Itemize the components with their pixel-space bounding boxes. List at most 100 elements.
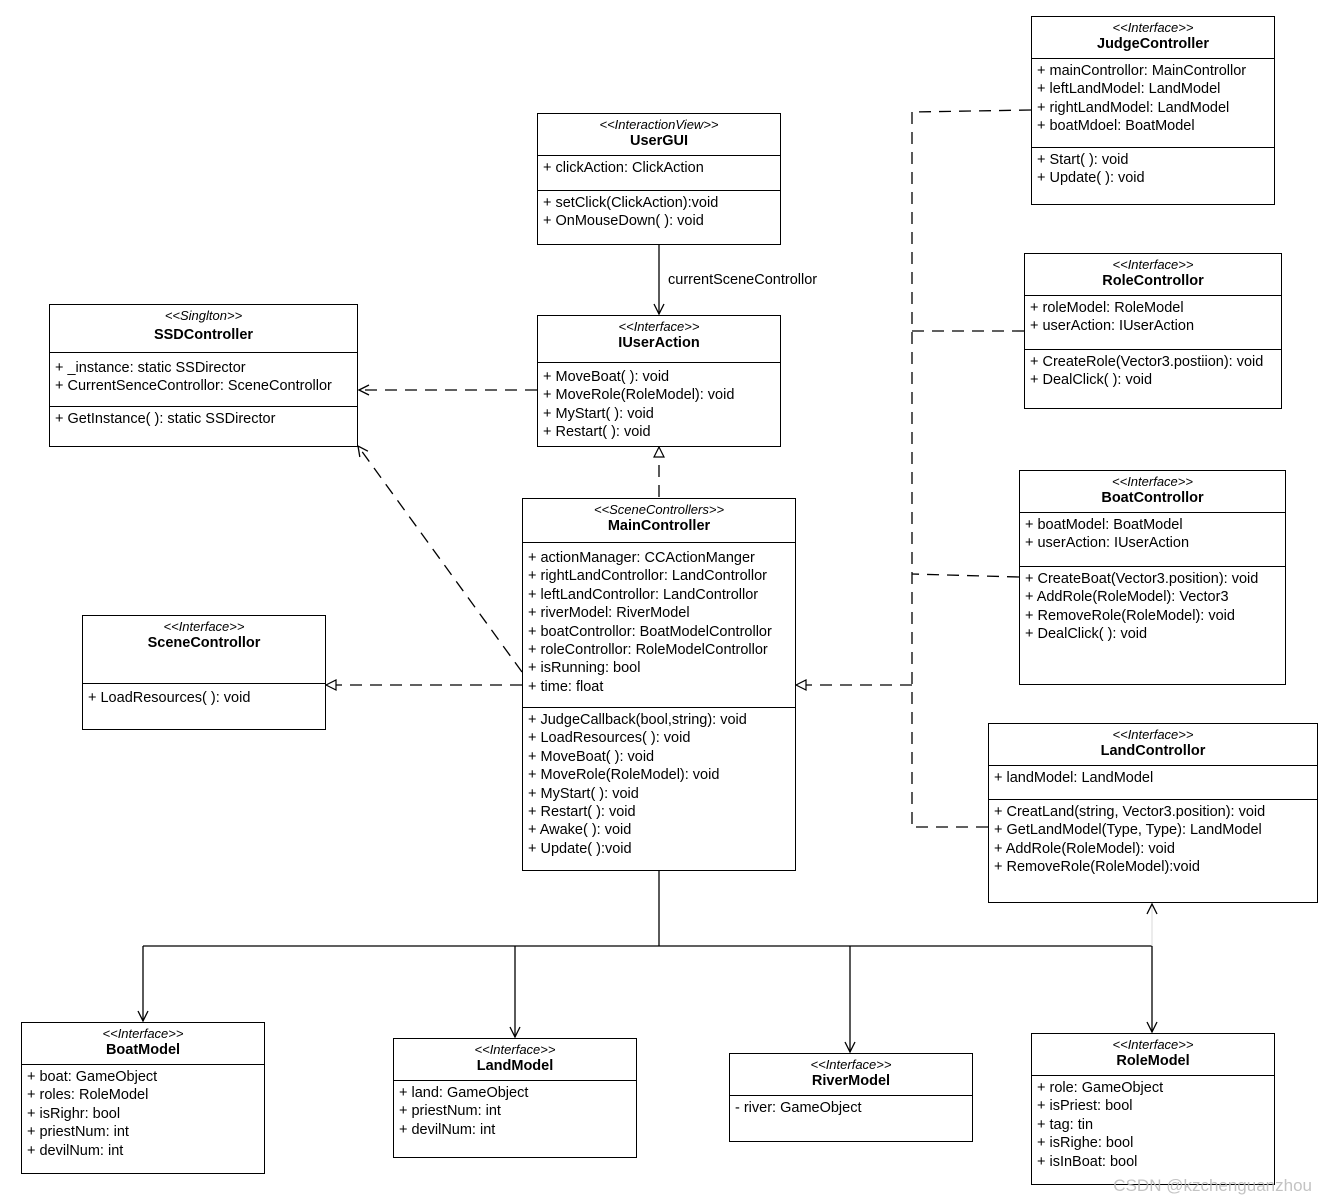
class-member: + _instance: static SSDirector bbox=[55, 360, 246, 376]
attributes: + roleModel: RoleModel + userAction: IUse… bbox=[1025, 296, 1281, 350]
class-member: + boatMdoel: BoatModel bbox=[1037, 118, 1195, 135]
class-member: + AddRole(RoleModel): Vector3 bbox=[1025, 589, 1229, 606]
attributes: + boat: GameObject+ roles: RoleModel+ is… bbox=[22, 1065, 264, 1163]
class-header: <<Interface>> RoleModel bbox=[1032, 1034, 1274, 1076]
class-member: + OnMouseDown( ): void bbox=[543, 213, 704, 230]
class-name: UserGUI bbox=[629, 133, 689, 149]
class-member: + rightLandModel: LandModel bbox=[1037, 99, 1230, 116]
attributes: + actionManager: CCActionManger+ rightLa… bbox=[523, 543, 795, 708]
class-member: + DealClick( ): void bbox=[1025, 626, 1148, 643]
stereotype: <<SceneControllers>> bbox=[593, 502, 725, 517]
class-member: + userAction: IUserAction bbox=[1030, 318, 1195, 335]
class-member: + GetLandModel(Type, Type): LandModel bbox=[994, 822, 1262, 839]
operations: + LoadResources( ): void bbox=[83, 684, 325, 710]
class-member: + Start( ): void bbox=[1037, 152, 1129, 168]
class-member: + priestNum: int bbox=[27, 1124, 129, 1141]
class-ssd-controller[interactable]: <<Singlton>> SSDController + _instance: … bbox=[49, 304, 358, 447]
operations: + GetInstance( ): static SSDirector bbox=[50, 407, 357, 431]
attributes: + boatModel: BoatModel+ userAction: IUse… bbox=[1020, 513, 1285, 567]
class-role-model[interactable]: <<Interface>> RoleModel + role: GameObje… bbox=[1031, 1033, 1275, 1185]
class-member: + clickAction: ClickAction bbox=[543, 160, 704, 176]
operations: + CreatLand(string, Vector3.position): v… bbox=[989, 800, 1317, 880]
class-role-controllor[interactable]: <<Interface>> RoleControllor + roleModel… bbox=[1024, 253, 1282, 409]
class-name: RoleControllor bbox=[1102, 273, 1204, 289]
stereotype: <<Interface>> bbox=[1112, 257, 1194, 272]
class-member: + isRighr: bool bbox=[27, 1105, 121, 1122]
edge-boatc-bus bbox=[911, 573, 1020, 578]
class-member: + CreateBoat(Vector3.position): void bbox=[1025, 571, 1259, 587]
class-boat-model[interactable]: <<Interface>> BoatModel + boat: GameObje… bbox=[21, 1022, 265, 1174]
class-member: + setClick(ClickAction):void bbox=[543, 195, 719, 211]
class-member: + isPriest: bool bbox=[1037, 1098, 1133, 1115]
stereotype: <<InteractionView>> bbox=[599, 117, 719, 132]
stereotype: <<Interface>> bbox=[1112, 1037, 1194, 1052]
class-header: <<Interface>> RiverModel bbox=[730, 1054, 972, 1096]
class-member: + Restart( ): void bbox=[543, 424, 651, 441]
operations: + CreateRole(Vector3.postiion): void + De… bbox=[1025, 350, 1281, 393]
class-member: + boatControllor: BoatModelControllor bbox=[528, 623, 772, 640]
attributes: - river: GameObject bbox=[730, 1096, 972, 1120]
class-header: <<Interface>> BoatModel bbox=[22, 1023, 264, 1065]
class-member: + Restart( ): void bbox=[528, 804, 636, 821]
class-header: <<InteractionView>> UserGUI bbox=[538, 114, 780, 156]
operations: + JudgeCallback(bool,string): void+ Load… bbox=[523, 708, 795, 861]
stereotype: <<Interface>> bbox=[810, 1057, 892, 1072]
stereotype: <<Interface>> bbox=[474, 1042, 556, 1057]
class-main-controller[interactable]: <<SceneControllers>> MainController + ac… bbox=[522, 498, 796, 871]
class-river-model[interactable]: <<Interface>> RiverModel - river: GameOb… bbox=[729, 1053, 973, 1142]
attributes: + _instance: static SSDirector + CurrentS… bbox=[50, 353, 357, 407]
class-member: + CurrentSenceControllor: SceneControllo… bbox=[55, 378, 332, 395]
class-member: + Update( ):void bbox=[528, 840, 632, 857]
class-member: + MoveBoat( ): void bbox=[543, 369, 670, 385]
class-iuser-action[interactable]: <<Interface>> IUserAction + MoveBoat( ):… bbox=[537, 315, 781, 447]
edge-main-ssd bbox=[358, 446, 523, 673]
class-member: + RemoveRole(RoleModel): void bbox=[1025, 607, 1235, 624]
class-member: + roles: RoleModel bbox=[27, 1087, 149, 1104]
class-member: + devilNum: int bbox=[399, 1121, 496, 1138]
attributes: + mainControllor: MainControllor+ leftLa… bbox=[1032, 59, 1274, 148]
class-member: + MoveRole(RoleModel): void bbox=[543, 387, 735, 404]
class-member: + devilNum: int bbox=[27, 1142, 124, 1159]
class-member: + Awake( ): void bbox=[528, 822, 632, 839]
class-user-gui[interactable]: <<InteractionView>> UserGUI + clickActio… bbox=[537, 113, 781, 245]
class-name: MainController bbox=[607, 518, 711, 534]
class-boat-controllor[interactable]: <<Interface>> BoatControllor + boatModel… bbox=[1019, 470, 1286, 685]
stereotype: <<Interface>> bbox=[618, 319, 700, 334]
class-header: <<Interface>> SceneControllor bbox=[83, 616, 325, 684]
class-member: + MyStart( ): void bbox=[528, 785, 639, 802]
stereotype: <<Singlton>> bbox=[164, 308, 243, 323]
class-member: + isRighe: bool bbox=[1037, 1135, 1134, 1152]
class-member: + CreateRole(Vector3.postiion): void bbox=[1030, 354, 1264, 370]
class-member: + MoveRole(RoleModel): void bbox=[528, 767, 720, 784]
class-member: + AddRole(RoleModel): void bbox=[994, 840, 1175, 857]
class-member: + roleControllor: RoleModelControllor bbox=[528, 642, 768, 659]
class-header: <<SceneControllers>> MainController bbox=[523, 499, 795, 543]
class-header: <<Interface>> JudgeController bbox=[1032, 17, 1274, 59]
class-member: + RemoveRole(RoleModel):void bbox=[994, 859, 1200, 876]
class-member: + priestNum: int bbox=[399, 1103, 501, 1120]
class-judge-controller[interactable]: <<Interface>> JudgeController + mainCont… bbox=[1031, 16, 1275, 205]
class-name: IUserAction bbox=[618, 335, 700, 351]
class-member: + role: GameObject bbox=[1037, 1080, 1164, 1096]
class-member: + actionManager: CCActionManger bbox=[528, 550, 755, 566]
class-land-controllor[interactable]: <<Interface>> LandControllor + landModel… bbox=[988, 723, 1318, 903]
watermark: CSDN @kzchenguanzhou bbox=[1113, 1176, 1312, 1195]
class-header: <<Interface>> LandControllor bbox=[989, 724, 1317, 766]
class-name: BoatControllor bbox=[1101, 490, 1204, 506]
class-member: + mainControllor: MainControllor bbox=[1037, 63, 1247, 79]
class-member: + MoveBoat( ): void bbox=[528, 748, 655, 765]
class-member: + DealClick( ): void bbox=[1030, 372, 1153, 389]
operations: + CreateBoat(Vector3.position): void + Ad… bbox=[1020, 567, 1285, 647]
operations: + setClick(ClickAction):void + OnMouseDow… bbox=[538, 191, 780, 234]
class-header: <<Interface>> BoatControllor bbox=[1020, 471, 1285, 513]
class-member: + roleModel: RoleModel bbox=[1030, 300, 1184, 316]
operations: + Start( ): void+ Update( ): void bbox=[1032, 148, 1274, 191]
class-member: + tag: tin bbox=[1037, 1116, 1094, 1133]
class-land-model[interactable]: <<Interface>> LandModel + land: GameObje… bbox=[393, 1038, 637, 1158]
class-member: + LoadResources( ): void bbox=[528, 730, 691, 747]
class-member: + GetInstance( ): static SSDirector bbox=[55, 411, 276, 427]
stereotype: <<Interface>> bbox=[1112, 727, 1194, 742]
class-scene-controllor[interactable]: <<Interface>> SceneControllor + LoadReso… bbox=[82, 615, 326, 730]
class-member: + isRunning: bool bbox=[528, 660, 641, 677]
